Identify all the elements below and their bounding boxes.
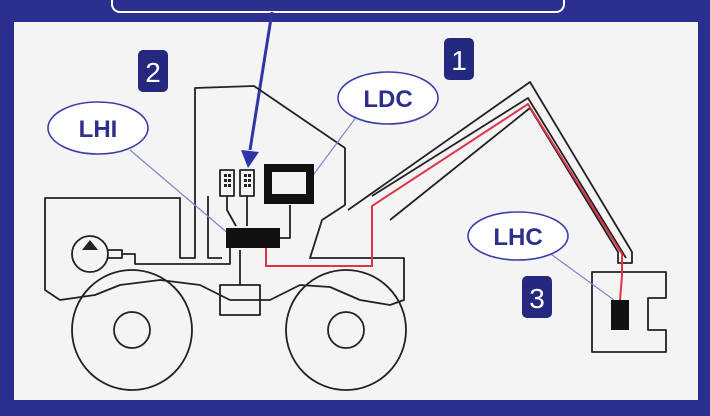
ldc-label: LDC bbox=[363, 86, 412, 113]
button-dot bbox=[244, 184, 247, 187]
button-dot bbox=[228, 174, 231, 177]
button-dot bbox=[228, 179, 231, 182]
button-dot bbox=[248, 184, 251, 187]
pump-arrow-icon bbox=[82, 240, 98, 250]
pointer-arrow-head bbox=[241, 150, 259, 168]
button-dot bbox=[224, 184, 227, 187]
button-dot bbox=[248, 174, 251, 177]
badge-1 bbox=[444, 38, 474, 80]
pump-icon bbox=[71, 235, 109, 273]
lhi-callout-oval bbox=[47, 101, 149, 155]
badge-3 bbox=[522, 276, 552, 318]
pump-hose bbox=[122, 245, 231, 265]
button-dot bbox=[228, 184, 231, 187]
pointer-arrow-line bbox=[248, 11, 274, 151]
display-cable bbox=[280, 205, 291, 239]
ldc-leader bbox=[307, 111, 361, 183]
lhc-leader bbox=[547, 251, 615, 301]
badge-2-number: 2 bbox=[145, 57, 161, 88]
hydraulic-hose-red bbox=[265, 102, 623, 301]
badge-3-number: 3 bbox=[529, 283, 545, 314]
machine-body-outline bbox=[44, 85, 405, 306]
ldc-screen bbox=[272, 172, 306, 194]
lhc-callout-oval bbox=[467, 211, 569, 261]
title-tab bbox=[111, 0, 565, 13]
lhi-label: LHI bbox=[79, 116, 118, 143]
button-dot bbox=[224, 174, 227, 177]
harvester-head bbox=[591, 271, 667, 353]
ldc-callout-oval bbox=[337, 71, 439, 125]
front-wheel-hub bbox=[113, 311, 151, 349]
badge-2 bbox=[138, 50, 168, 92]
lhi-leader bbox=[129, 149, 231, 236]
panel-left-cable bbox=[226, 196, 237, 227]
lhc-controller-box bbox=[611, 300, 629, 330]
boom-inner bbox=[371, 97, 627, 259]
rear-wheel bbox=[285, 269, 407, 391]
button-dot bbox=[244, 179, 247, 182]
lhi-controller-box bbox=[226, 228, 280, 248]
button-dot bbox=[224, 179, 227, 182]
badge-1-number: 1 bbox=[451, 45, 467, 76]
rear-wheel-hub bbox=[327, 311, 365, 349]
front-wheel bbox=[71, 269, 193, 391]
button-dot bbox=[248, 179, 251, 182]
lhc-label: LHC bbox=[493, 224, 542, 251]
button-dot bbox=[244, 174, 247, 177]
